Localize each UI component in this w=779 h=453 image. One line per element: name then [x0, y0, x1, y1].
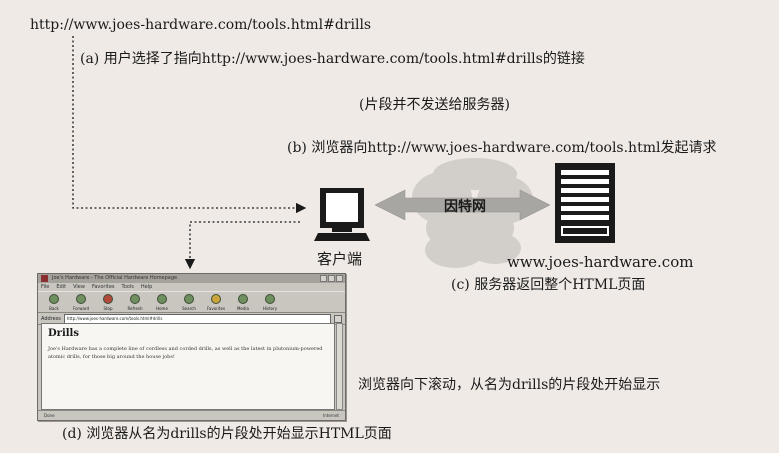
- menu-file[interactable]: File: [41, 284, 50, 290]
- step-b-caption: (b) 浏览器向http://www.joes-hardware.com/too…: [287, 140, 717, 156]
- minimize-icon[interactable]: [320, 275, 327, 282]
- step-a-caption: (a) 用户选择了指向http://www.joes-hardware.com/…: [80, 51, 585, 67]
- top-url: http://www.joes-hardware.com/tools.html#…: [30, 17, 372, 33]
- internet-label: 因特网: [444, 199, 486, 215]
- page-heading: Drills: [48, 328, 79, 339]
- media-button[interactable]: Media: [230, 292, 256, 312]
- browser-logo-icon: [41, 275, 48, 282]
- browser-window: Joe's Hardware - The Official Hardware H…: [37, 273, 346, 421]
- browser-toolbar: Back Forward Stop Refresh Home Search Fa…: [38, 291, 345, 313]
- maximize-icon[interactable]: [328, 275, 335, 282]
- forward-button[interactable]: Forward: [68, 292, 94, 312]
- address-label: Address: [41, 315, 61, 322]
- page-paragraph: Joe's Hardware has a complete line of co…: [48, 346, 323, 360]
- address-input[interactable]: http://www.joes-hardware.com/tools.html#…: [63, 313, 331, 324]
- status-done: Done: [44, 413, 55, 418]
- search-icon: [184, 294, 194, 304]
- step-d-caption: (d) 浏览器从名为drills的片段处开始显示HTML页面: [62, 426, 392, 442]
- browser-title-bar: Joe's Hardware - The Official Hardware H…: [38, 274, 345, 283]
- client-computer-icon: [314, 188, 370, 241]
- stop-icon: [103, 294, 113, 304]
- back-icon: [49, 294, 59, 304]
- back-button[interactable]: Back: [41, 292, 67, 312]
- server-hostname: www.joes-hardware.com: [507, 253, 694, 271]
- request-response-arrow: [374, 189, 551, 221]
- go-button[interactable]: [334, 314, 342, 323]
- home-icon: [157, 294, 167, 304]
- history-button[interactable]: History: [257, 292, 283, 312]
- menu-view[interactable]: View: [73, 284, 85, 290]
- stop-button[interactable]: Stop: [95, 292, 121, 312]
- forward-icon: [76, 294, 86, 304]
- menu-edit[interactable]: Edit: [56, 284, 67, 290]
- history-icon: [265, 294, 275, 304]
- refresh-button[interactable]: Refresh: [122, 292, 148, 312]
- refresh-icon: [130, 294, 140, 304]
- search-button[interactable]: Search: [176, 292, 202, 312]
- window-controls: [320, 275, 343, 282]
- close-icon[interactable]: [336, 275, 343, 282]
- home-button[interactable]: Home: [149, 292, 175, 312]
- browser-menu-bar: File Edit View Favorites Tools Help: [38, 283, 345, 291]
- status-bar: Done Internet: [38, 410, 345, 420]
- server-icon: [555, 163, 615, 243]
- step-c-caption: (c) 服务器返回整个HTML页面: [451, 277, 646, 293]
- status-zone: Internet: [323, 413, 339, 418]
- menu-favorites[interactable]: Favorites: [91, 284, 115, 290]
- browser-title: Joe's Hardware - The Official Hardware H…: [52, 275, 178, 281]
- render-arrow: [184, 221, 300, 270]
- vertical-scrollbar[interactable]: [336, 323, 343, 410]
- scroll-note: 浏览器向下滚动，从名为drills的片段处开始显示: [358, 377, 661, 393]
- menu-tools[interactable]: Tools: [121, 284, 134, 290]
- favorites-button[interactable]: Favorites: [203, 292, 229, 312]
- fragment-note: (片段并不发送给服务器): [359, 97, 510, 113]
- media-icon: [238, 294, 248, 304]
- star-icon: [211, 294, 221, 304]
- page-content: Drills Joe's Hardware has a complete lin…: [41, 323, 335, 410]
- link-arrow: [72, 36, 307, 214]
- menu-help[interactable]: Help: [140, 284, 153, 290]
- client-label: 客户端: [317, 250, 363, 268]
